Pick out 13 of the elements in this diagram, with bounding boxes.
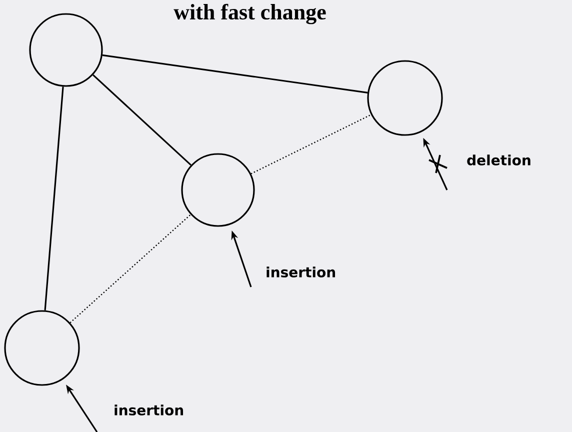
dotted-line bbox=[70, 214, 192, 324]
circle bbox=[181, 153, 255, 227]
edge-label: deletion bbox=[467, 154, 530, 166]
title: with fast change bbox=[174, 4, 326, 24]
dotted-line bbox=[250, 114, 372, 174]
circle bbox=[4, 310, 80, 386]
line bbox=[102, 54, 368, 94]
edge-label: insertion bbox=[266, 266, 336, 278]
circle bbox=[29, 13, 103, 87]
line bbox=[44, 86, 64, 310]
circle bbox=[367, 60, 443, 136]
edge-label: insertion bbox=[114, 404, 184, 416]
line bbox=[92, 74, 192, 166]
